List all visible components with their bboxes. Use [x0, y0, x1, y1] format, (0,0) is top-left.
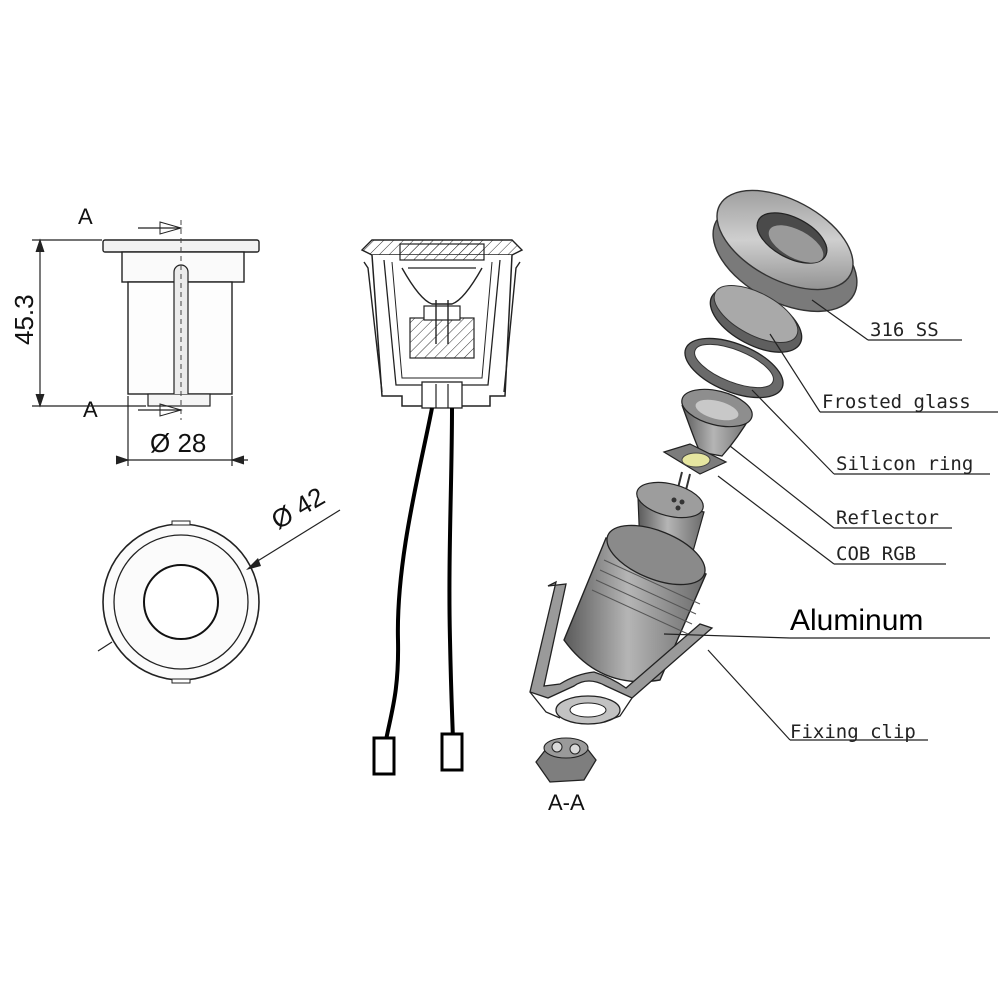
aluminum-body-part	[563, 481, 707, 683]
label-316-ss: 316 SS	[870, 319, 939, 341]
diameter-28-dimension: Ø 28	[150, 428, 206, 458]
bezel-part	[712, 189, 858, 313]
label-frosted-glass: Frosted glass	[822, 391, 971, 413]
label-reflector: Reflector	[836, 507, 939, 529]
label-cob-rgb: COB RGB	[836, 543, 916, 565]
exploded-view: A-A 316 SS Frosted glass Silicon ring Re…	[529, 189, 998, 815]
height-dimension: 45.3	[9, 294, 39, 345]
section-view	[360, 239, 524, 776]
label-silicon-ring: Silicon ring	[836, 453, 973, 475]
section-label: A-A	[548, 790, 585, 815]
section-mark-bottom: A	[83, 397, 98, 422]
label-fixing-clip: Fixing clip	[790, 721, 916, 743]
side-view: A A 45.3 Ø 28	[9, 204, 260, 466]
diameter-42-dimension: Ø 42	[266, 481, 330, 535]
section-mark-top: A	[78, 204, 93, 229]
top-view: Ø 42	[97, 481, 341, 684]
fixing-clip-part	[529, 580, 714, 725]
frosted-glass-part	[709, 285, 803, 353]
label-aluminum: Aluminum	[790, 604, 923, 637]
cob-rgb-part	[662, 443, 728, 499]
silicon-ring-part	[684, 337, 784, 399]
gland-nut-part	[535, 737, 597, 783]
reflector-part	[681, 388, 753, 457]
